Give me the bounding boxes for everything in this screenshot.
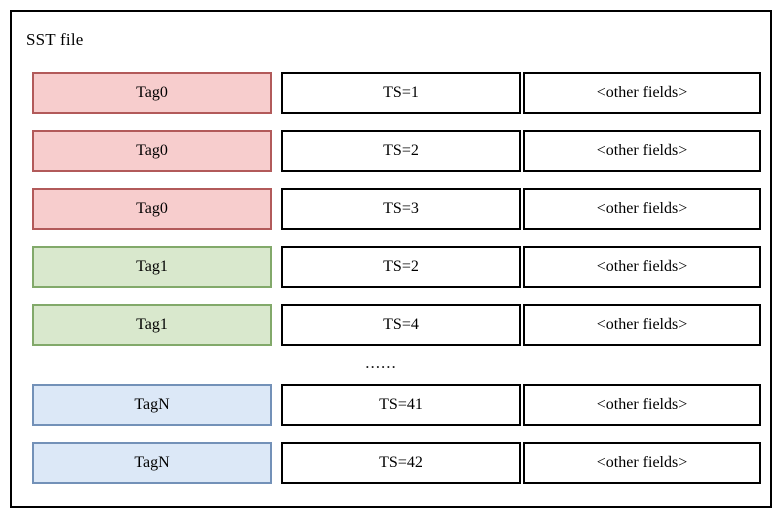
row-tag-cell: Tag0 xyxy=(32,130,272,172)
table-row: Tag0 TS=1 <other fields> xyxy=(32,72,761,114)
table-row: Tag0 TS=2 <other fields> xyxy=(32,130,761,172)
table-row: TagN TS=42 <other fields> xyxy=(32,442,761,484)
row-other-fields-cell: <other fields> xyxy=(523,246,761,288)
record-list: Tag0 TS=1 <other fields> Tag0 TS=2 <othe… xyxy=(12,12,774,510)
row-other-fields-cell: <other fields> xyxy=(523,442,761,484)
table-row: Tag1 TS=4 <other fields> xyxy=(32,304,761,346)
ellipsis-marker: ...... xyxy=(365,353,397,372)
table-row: TagN TS=41 <other fields> xyxy=(32,384,761,426)
row-tag-cell: Tag1 xyxy=(32,304,272,346)
row-tag-cell: TagN xyxy=(32,384,272,426)
row-other-fields-cell: <other fields> xyxy=(523,188,761,230)
row-tag-cell: Tag1 xyxy=(32,246,272,288)
table-row: Tag1 TS=2 <other fields> xyxy=(32,246,761,288)
row-other-fields-cell: <other fields> xyxy=(523,72,761,114)
row-other-fields-cell: <other fields> xyxy=(523,384,761,426)
row-timestamp-cell: TS=2 xyxy=(281,130,521,172)
row-other-fields-cell: <other fields> xyxy=(523,130,761,172)
row-timestamp-cell: TS=2 xyxy=(281,246,521,288)
row-timestamp-cell: TS=1 xyxy=(281,72,521,114)
row-timestamp-cell: TS=3 xyxy=(281,188,521,230)
sst-file-container: SST file Tag0 TS=1 <other fields> Tag0 T… xyxy=(10,10,772,508)
row-timestamp-cell: TS=41 xyxy=(281,384,521,426)
table-row: Tag0 TS=3 <other fields> xyxy=(32,188,761,230)
row-timestamp-cell: TS=42 xyxy=(281,442,521,484)
row-tag-cell: TagN xyxy=(32,442,272,484)
sst-file-title: SST file xyxy=(26,30,84,49)
row-other-fields-cell: <other fields> xyxy=(523,304,761,346)
row-tag-cell: Tag0 xyxy=(32,72,272,114)
row-tag-cell: Tag0 xyxy=(32,188,272,230)
row-timestamp-cell: TS=4 xyxy=(281,304,521,346)
